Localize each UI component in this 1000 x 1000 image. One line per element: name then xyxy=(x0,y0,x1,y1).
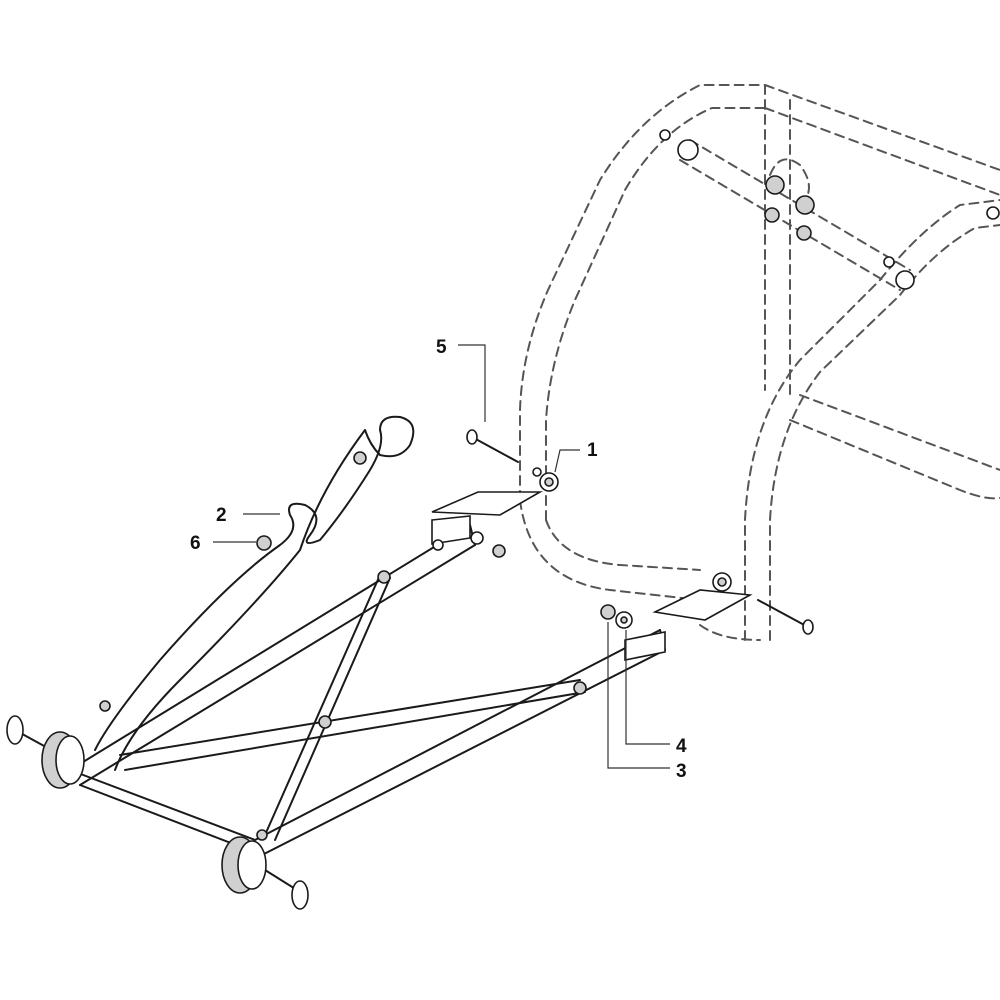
bolt-right xyxy=(757,599,814,635)
machine-frame-outline xyxy=(519,84,1000,641)
nut-cable-top xyxy=(353,451,367,465)
cable xyxy=(94,415,415,771)
nut-part-3 xyxy=(600,604,616,620)
callout-4: 4 xyxy=(676,736,687,757)
mounting-plate-right xyxy=(652,572,753,621)
wheel-right xyxy=(221,836,309,910)
nut-part-6 xyxy=(256,535,272,551)
washer-hole xyxy=(620,616,628,624)
callout-2: 2 xyxy=(216,505,227,526)
washer-small xyxy=(532,467,542,477)
mounting-plate-left xyxy=(431,472,559,516)
leader-lines xyxy=(213,344,670,769)
callout-5: 5 xyxy=(436,337,447,358)
wheel-left xyxy=(6,715,85,789)
callout-6: 6 xyxy=(190,533,201,554)
callout-3: 3 xyxy=(676,761,687,782)
kit-frame xyxy=(69,515,666,856)
bolt-left xyxy=(466,429,519,463)
callout-1: 1 xyxy=(587,440,598,461)
